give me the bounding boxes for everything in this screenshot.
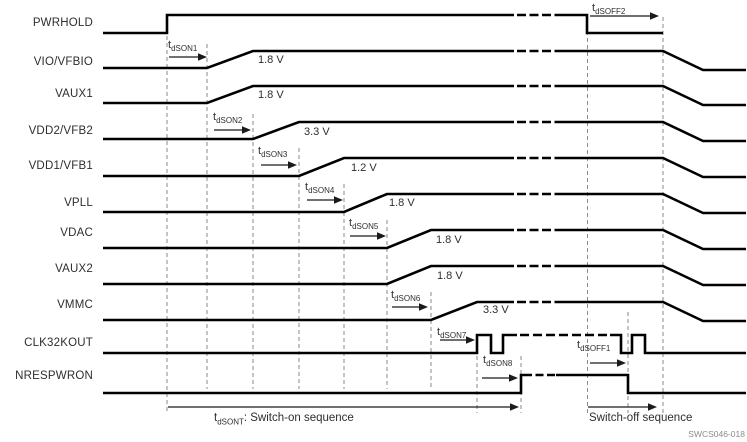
signal-label-vaux2: VAUX2 <box>55 263 93 275</box>
voltage-label-vdac: 1.8 V <box>436 234 462 246</box>
switch-off-sequence-caption: Switch-off sequence <box>589 412 693 424</box>
voltage-label-vpll: 1.8 V <box>389 197 415 209</box>
arrow-tdson3 <box>261 161 297 169</box>
tdson4-sub: dSON4 <box>308 186 335 196</box>
waveform-pwrhold <box>103 13 663 35</box>
voltage-label-vaux2: 1.8 V <box>437 270 463 282</box>
tdson8-sub: dSON8 <box>486 359 513 369</box>
switch-on-sequence-caption: tdSONT: Switch-on sequence <box>214 412 354 426</box>
tdson7-main: t <box>437 326 441 338</box>
figure-id-watermark: SWCS046-018 <box>688 429 745 439</box>
timing-label-tdson7: tdSON7 <box>437 326 466 340</box>
voltage-label-vio: 1.8 V <box>258 54 284 66</box>
signal-label-vpll: VPLL <box>64 197 93 209</box>
timing-label-tdson2: tdSON2 <box>213 111 242 125</box>
timing-label-tdsoff2: tdSOFF2 <box>592 2 625 16</box>
voltage-label-vdd2: 3.3 V <box>304 126 330 138</box>
arrow-tdson7 <box>440 336 475 344</box>
arrow-tdson6 <box>392 303 428 311</box>
switch-on-caption-rest: : Switch-on sequence <box>243 412 354 424</box>
tdson5-main: t <box>349 217 353 229</box>
signal-label-pwrhold: PWRHOLD <box>32 17 93 29</box>
waveform-clk32kout <box>103 333 746 355</box>
waveform-vdac <box>103 228 746 251</box>
voltage-label-vmmc: 3.3 V <box>483 304 509 316</box>
tdson4-main: t <box>305 181 309 193</box>
waveform-vpll <box>103 192 746 215</box>
timing-label-tdson1: tdSON1 <box>168 39 197 53</box>
timing-label-tdson6: tdSON6 <box>391 289 420 303</box>
timing-label-tdson3: tdSON3 <box>258 145 287 159</box>
signal-label-clk32kout: CLK32KOUT <box>24 337 93 349</box>
waveform-vmmc <box>103 300 746 323</box>
tdson5-sub: dSON5 <box>352 222 379 232</box>
tdson3-main: t <box>258 145 262 157</box>
voltage-label-vdd1: 1.2 V <box>351 162 377 174</box>
voltage-label-vaux1: 1.8 V <box>258 89 284 101</box>
signal-label-vaux1: VAUX1 <box>55 88 93 100</box>
tdson8-main: t <box>483 354 487 366</box>
waveform-vaux1 <box>103 84 746 107</box>
waveform-vdd1-vfb1 <box>103 156 746 179</box>
arrow-tdson4 <box>307 196 343 204</box>
tdson1-main: t <box>168 39 172 51</box>
arrow-tdson8 <box>482 374 518 382</box>
timing-label-tdsoff1: tdSOFF1 <box>577 339 610 353</box>
tdson7-sub: dSON7 <box>440 331 467 341</box>
arrow-switch-off-span <box>588 403 657 411</box>
arrow-tdson5 <box>350 232 386 240</box>
tdsoff1-main: t <box>577 339 581 351</box>
waveform-vaux2 <box>103 264 746 287</box>
switch-on-caption-sub: dSONT <box>217 417 244 427</box>
signal-label-vdd1-vfb1: VDD1/VFB1 <box>28 160 93 172</box>
waveform-nrespwron <box>103 373 746 395</box>
tdsoff1-sub: dSOFF1 <box>580 344 611 354</box>
switch-on-caption-main: t <box>214 412 218 424</box>
timing-label-tdson5: tdSON5 <box>349 217 378 231</box>
tdson1-sub: dSON1 <box>171 44 198 54</box>
signal-label-vdac: VDAC <box>60 227 93 239</box>
signal-label-vdd2-vfb2: VDD2/VFB2 <box>28 125 93 137</box>
tdson2-sub: dSON2 <box>216 116 243 126</box>
timing-label-tdson8: tdSON8 <box>483 354 512 368</box>
dimension-arrows <box>168 12 659 411</box>
tdson3-sub: dSON3 <box>261 150 288 160</box>
signal-label-vio-vfbio: VIO/VFBIO <box>33 56 93 68</box>
arrow-tdson1 <box>169 53 207 61</box>
arrow-tdsoff1 <box>590 359 626 367</box>
tdsoff2-main: t <box>592 2 596 14</box>
signal-label-nrespwron: NRESPWRON <box>15 370 93 382</box>
arrow-tdson2 <box>214 126 251 134</box>
timing-label-tdson4: tdSON4 <box>305 181 334 195</box>
tdson6-sub: dSON6 <box>394 294 421 304</box>
waveform-vdd2-vfb2 <box>103 120 746 143</box>
arrow-tdsoff2 <box>590 12 659 20</box>
tdson2-main: t <box>213 111 217 123</box>
signal-label-vmmc: VMMC <box>57 299 93 311</box>
waveform-vio-vfbio <box>103 49 746 72</box>
tdson6-main: t <box>391 289 395 301</box>
tdsoff2-sub: dSOFF2 <box>595 7 626 17</box>
arrow-switch-on-span <box>168 403 519 411</box>
